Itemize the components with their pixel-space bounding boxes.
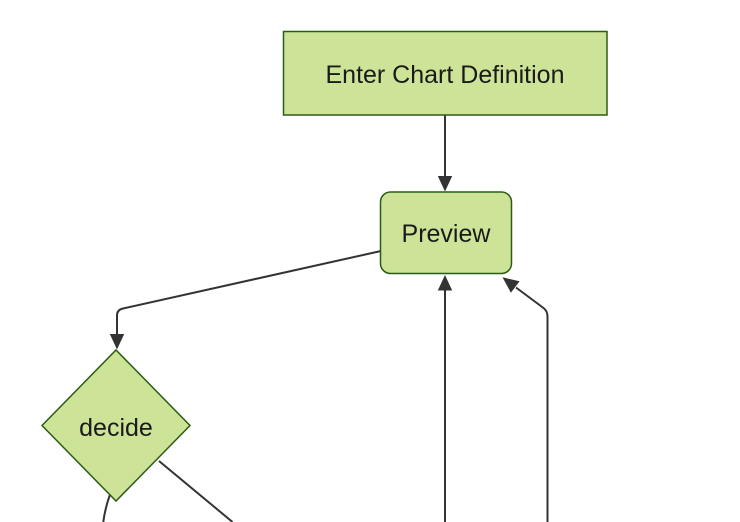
arrowhead-into-preview-corner	[502, 277, 520, 293]
preview-rounded-rect	[379, 191, 513, 275]
node-layer: Enter Chart Definition Preview decide	[40, 30, 608, 503]
flowchart-node-preview: Preview	[379, 191, 513, 275]
decide-diamond	[40, 348, 192, 503]
edge-preview-to-decide	[116, 250, 382, 335]
edge-layer	[102, 115, 549, 522]
edge-decide-to-offscreen-right	[158, 460, 234, 522]
flowchart-node-decide: decide	[40, 348, 192, 503]
arrowhead-into-preview-bottom	[437, 275, 453, 291]
edge-bottomright-to-preview	[515, 286, 549, 522]
edge-decide-to-offscreen-bottom	[102, 494, 111, 522]
arrowhead-into-preview-top	[437, 176, 453, 192]
decide-label: decide	[79, 414, 153, 442]
enter-chart-definition-rect	[282, 30, 608, 116]
enter-chart-definition-label: Enter Chart Definition	[325, 61, 564, 89]
flowchart-node-enter-chart-definition: Enter Chart Definition	[282, 30, 608, 116]
arrowhead-into-decide-top	[109, 334, 125, 350]
preview-label: Preview	[402, 220, 492, 248]
